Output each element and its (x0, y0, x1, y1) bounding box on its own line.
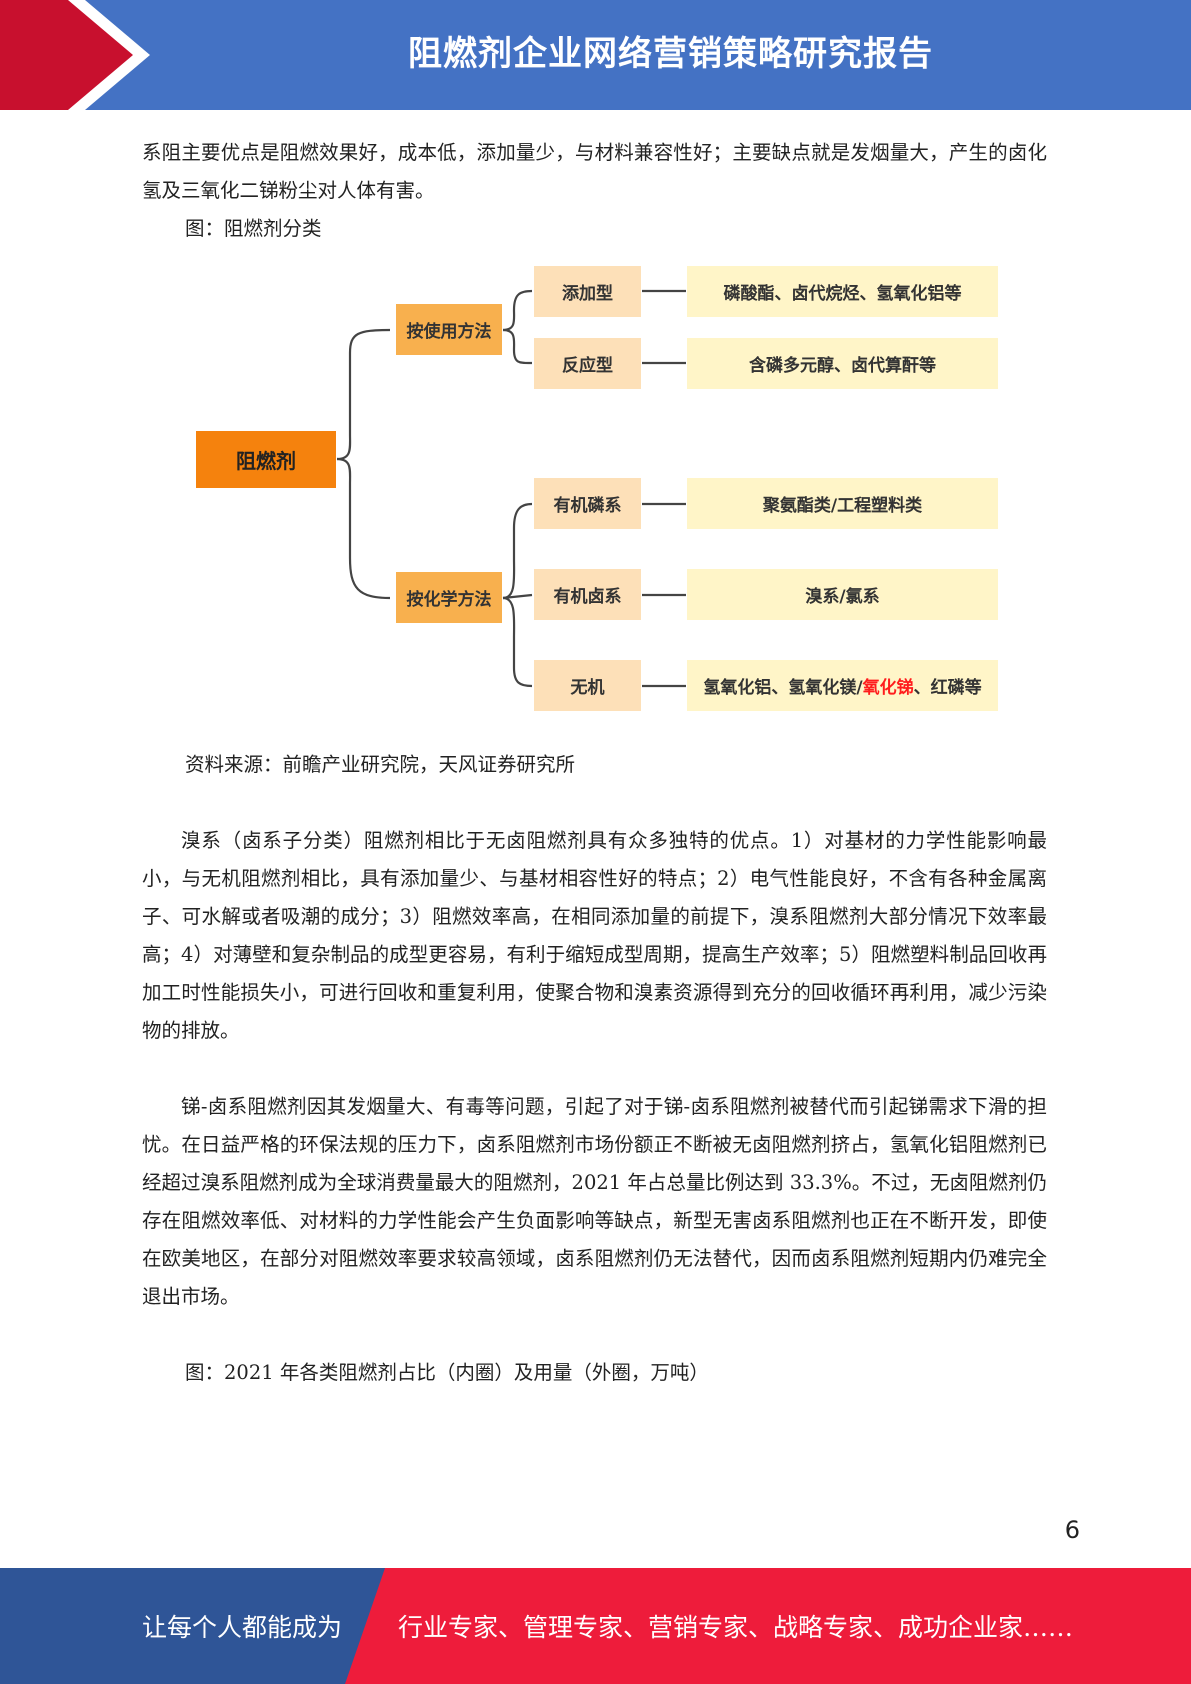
paragraph-2: 溴系（卤系子分类）阻燃剂相比于无卤阻燃剂具有众多独特的优点。1）对基材的力学性能… (142, 829, 1047, 1042)
paragraph-1: 系阻主要优点是阻燃效果好，成本低，添加量少，与材料兼容性好；主要缺点就是发烟量大… (142, 141, 1047, 202)
paragraph-3: 锑-卤系阻燃剂因其发烟量大、有毒等问题，引起了对于锑-卤系阻燃剂被替代而引起锑需… (142, 1095, 1047, 1308)
diagram-branch-chemical-method: 按化学方法 (396, 572, 502, 623)
diagram-leaf-additive: 添加型 (534, 266, 641, 317)
diagram-desc-inorganic-part1: 氢氧化铝、氢氧化镁/ (703, 678, 863, 698)
diagram-leaf-inorganic: 无机 (534, 660, 641, 711)
footer-slogan-right: 行业专家、管理专家、营销专家、战略专家、成功企业家…… (398, 1613, 1074, 1642)
header-arrow-decoration (0, 0, 150, 110)
footer-slogan-left: 让每个人都能成为 (142, 1613, 343, 1642)
diagram-desc-inorganic-part2: 、红磷等 (913, 678, 982, 698)
figure-caption-share: 图：2021 年各类阻燃剂占比（内圈）及用量（外圈，万吨） (185, 1361, 709, 1384)
header-title: 阻燃剂企业网络营销策略研究报告 (408, 34, 933, 74)
diagram-leaf-organic-halogen: 有机卤系 (534, 569, 641, 620)
page-header: 阻燃剂企业网络营销策略研究报告 (0, 0, 1191, 110)
flame-retardant-classification-diagram: 阻燃剂 按使用方法 按化学方法 添加型 反应型 有机磷系 有机卤系 无机 磷酸酯… (190, 258, 1010, 718)
diagram-desc-organic-phosphorus: 聚氨酯类/工程塑料类 (687, 478, 998, 529)
diagram-desc-inorganic-highlight: 氧化锑 (862, 678, 914, 698)
diagram-desc-inorganic: 氢氧化铝、氢氧化镁/氧化锑、红磷等 (687, 660, 998, 711)
page-footer: 让每个人都能成为 行业专家、管理专家、营销专家、战略专家、成功企业家…… (0, 1568, 1191, 1684)
source-note: 资料来源：前瞻产业研究院，天风证券研究所 (185, 753, 576, 776)
diagram-leaf-reactive: 反应型 (534, 338, 641, 389)
diagram-connectors (336, 289, 686, 688)
diagram-branch-usage-method: 按使用方法 (396, 304, 502, 355)
diagram-desc-organic-halogen: 溴系/氯系 (687, 569, 998, 620)
figure-caption-classification: 图：阻燃剂分类 (185, 217, 322, 240)
diagram-root-node: 阻燃剂 (196, 431, 336, 488)
page-number: 6 (1064, 1516, 1080, 1544)
diagram-leaf-organic-phosphorus: 有机磷系 (534, 478, 641, 529)
footer-background (0, 1568, 1191, 1684)
diagram-desc-reactive: 含磷多元醇、卤代算酐等 (687, 338, 998, 389)
diagram-desc-additive: 磷酸酯、卤代烷烃、氢氧化铝等 (687, 266, 998, 317)
